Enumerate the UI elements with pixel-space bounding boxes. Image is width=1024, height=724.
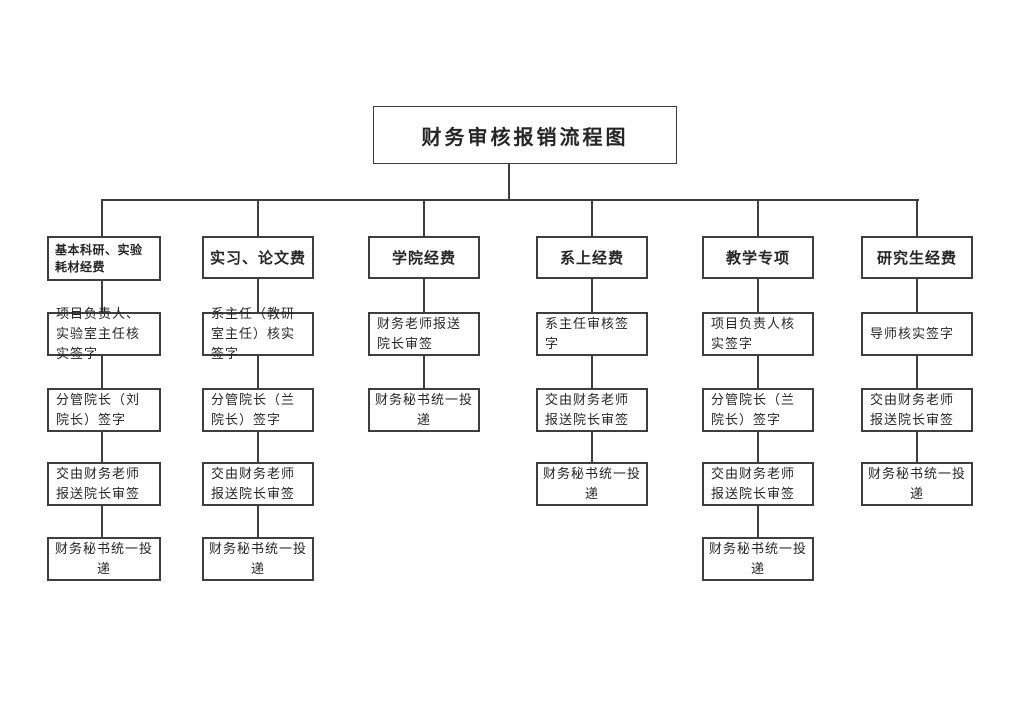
connector-column-3-line — [423, 200, 425, 388]
step-label: 交由财务老师报送院长审签 — [56, 466, 141, 501]
step-label: 分管院长（刘院长）签字 — [56, 392, 141, 427]
column-department-funds-header-label: 系上经费 — [559, 251, 624, 267]
column-basic-research-step-2: 分管院长（刘院长）签字 — [47, 388, 161, 432]
column-graduate-funds-step-1: 导师核实签字 — [861, 312, 973, 356]
column-internship-thesis-step-3: 交由财务老师报送院长审签 — [202, 462, 314, 506]
step-label: 分管院长（兰院长）签字 — [711, 392, 796, 427]
step-label: 系主任（教研室主任）核实签字 — [211, 306, 296, 361]
column-college-funds-step-1: 财务老师报送院长审签 — [368, 312, 480, 356]
column-basic-research-step-3: 交由财务老师报送院长审签 — [47, 462, 161, 506]
column-teaching-special-header-label: 教学专项 — [725, 251, 790, 267]
column-internship-thesis-step-4: 财务秘书统一投递 — [202, 537, 314, 581]
step-label: 财务秘书统一投递 — [542, 466, 641, 501]
column-graduate-funds-header-label: 研究生经费 — [876, 251, 957, 267]
step-label: 项目负责人核实签字 — [711, 316, 796, 351]
step-label: 财务秘书统一投递 — [374, 392, 473, 427]
column-basic-research-header-label: 基本科研、实验耗材经费 — [55, 242, 143, 274]
step-label: 交由财务老师报送院长审签 — [545, 392, 630, 427]
connector-column-1-line — [101, 200, 103, 537]
step-label: 财务秘书统一投递 — [708, 541, 807, 576]
flowchart-title-box: 财务审核报销流程图 — [373, 106, 677, 164]
step-label: 分管院长（兰院长）签字 — [211, 392, 296, 427]
column-college-funds-header: 学院经费 — [368, 236, 480, 279]
column-basic-research-header: 基本科研、实验耗材经费 — [47, 236, 161, 281]
column-college-funds-step-2: 财务秘书统一投递 — [368, 388, 480, 432]
column-graduate-funds-header: 研究生经费 — [861, 236, 973, 279]
column-teaching-special-step-3: 交由财务老师报送院长审签 — [702, 462, 814, 506]
connector-horizontal-rail — [101, 199, 919, 201]
connector-column-2-line — [257, 200, 259, 537]
column-department-funds-header: 系上经费 — [536, 236, 648, 279]
flowchart-title: 财务审核报销流程图 — [421, 126, 629, 149]
column-internship-thesis-step-2: 分管院长（兰院长）签字 — [202, 388, 314, 432]
connector-title-drop — [508, 164, 510, 200]
step-label: 财务老师报送院长审签 — [377, 316, 462, 351]
column-teaching-special-step-1: 项目负责人核实签字 — [702, 312, 814, 356]
step-label: 导师核实签字 — [870, 326, 955, 341]
step-label: 交由财务老师报送院长审签 — [711, 466, 796, 501]
column-internship-thesis-header-label: 实习、论文费 — [209, 251, 306, 267]
column-graduate-funds-step-2: 交由财务老师报送院长审签 — [861, 388, 973, 432]
column-teaching-special-header: 教学专项 — [702, 236, 814, 279]
step-label: 项目负责人、实验室主任核实签字 — [56, 306, 141, 361]
column-department-funds-step-3: 财务秘书统一投递 — [536, 462, 648, 506]
step-label: 财务秘书统一投递 — [867, 466, 966, 501]
column-teaching-special-step-4: 财务秘书统一投递 — [702, 537, 814, 581]
column-department-funds-step-1: 系主任审核签字 — [536, 312, 648, 356]
column-internship-thesis-header: 实习、论文费 — [202, 236, 314, 279]
column-basic-research-step-1: 项目负责人、实验室主任核实签字 — [47, 306, 161, 361]
step-label: 交由财务老师报送院长审签 — [870, 392, 955, 427]
column-department-funds-step-2: 交由财务老师报送院长审签 — [536, 388, 648, 432]
column-college-funds-header-label: 学院经费 — [391, 251, 456, 267]
column-teaching-special-step-2: 分管院长（兰院长）签字 — [702, 388, 814, 432]
step-label: 系主任审核签字 — [545, 316, 630, 351]
column-graduate-funds-step-3: 财务秘书统一投递 — [861, 462, 973, 506]
step-label: 交由财务老师报送院长审签 — [211, 466, 296, 501]
column-internship-thesis-step-1: 系主任（教研室主任）核实签字 — [202, 306, 314, 361]
step-label: 财务秘书统一投递 — [208, 541, 307, 576]
connector-column-5-line — [757, 200, 759, 537]
column-basic-research-step-4: 财务秘书统一投递 — [47, 537, 161, 581]
step-label: 财务秘书统一投递 — [54, 541, 153, 576]
